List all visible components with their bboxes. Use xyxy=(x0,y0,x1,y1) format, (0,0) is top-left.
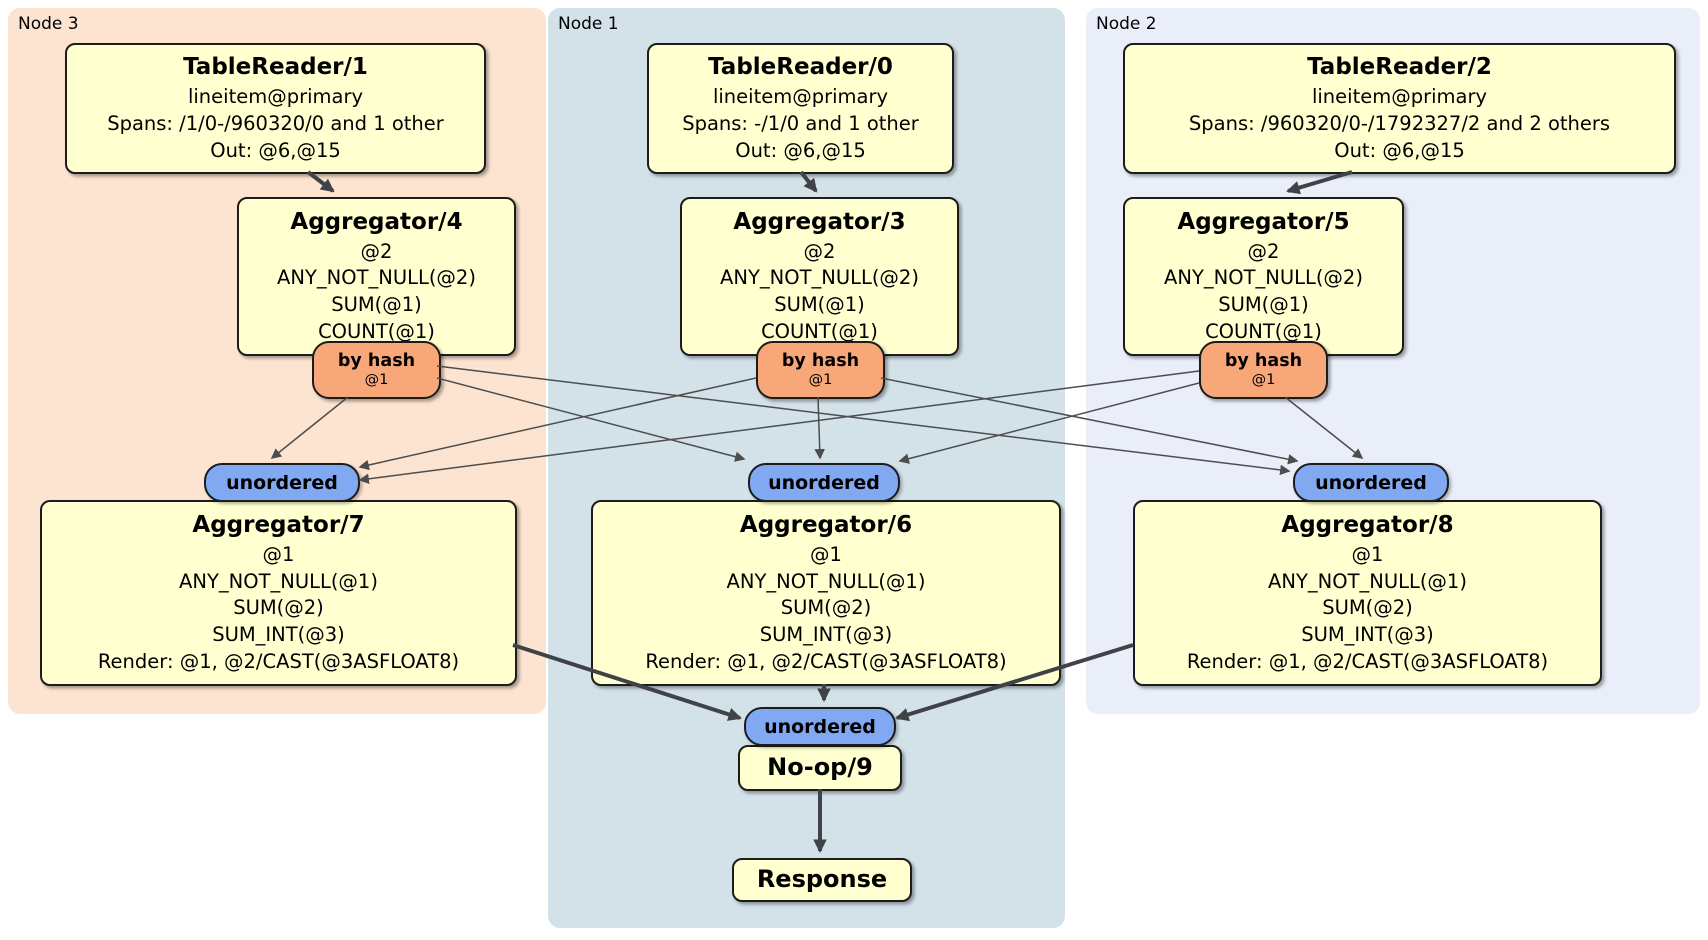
operator-line: SUM(@2) xyxy=(780,596,872,620)
stream-unordered-node2: unordered xyxy=(1293,463,1449,502)
operator-line: SUM(@1) xyxy=(1218,293,1309,317)
operator-title: Aggregator/8 xyxy=(1281,511,1454,538)
operator-line: SUM(@1) xyxy=(774,293,865,317)
router-detail: @1 xyxy=(364,371,389,388)
operator-aggregator6: Aggregator/6 @1 ANY_NOT_NULL(@1) SUM(@2)… xyxy=(591,500,1061,686)
group-node3-label: Node 3 xyxy=(18,14,79,34)
operator-line: Out: @6,@15 xyxy=(735,138,866,162)
router-label: by hash xyxy=(337,350,416,371)
operator-line: ANY_NOT_NULL(@1) xyxy=(1268,569,1467,593)
operator-tablereader0: TableReader/0 lineitem@primary Spans: -/… xyxy=(647,43,954,174)
operator-aggregator4: Aggregator/4 @2 ANY_NOT_NULL(@2) SUM(@1)… xyxy=(237,197,516,356)
operator-aggregator3: Aggregator/3 @2 ANY_NOT_NULL(@2) SUM(@1)… xyxy=(680,197,959,356)
operator-title: Aggregator/3 xyxy=(733,208,906,235)
operator-line: @1 xyxy=(262,542,295,566)
operator-line: @1 xyxy=(810,542,842,566)
router-detail: @1 xyxy=(808,371,833,388)
operator-line: SUM_INT(@3) xyxy=(1301,623,1434,647)
operator-line: SUM_INT(@3) xyxy=(759,623,893,647)
operator-aggregator5: Aggregator/5 @2 ANY_NOT_NULL(@2) SUM(@1)… xyxy=(1123,197,1404,356)
operator-line: ANY_NOT_NULL(@1) xyxy=(726,569,926,593)
operator-title: TableReader/0 xyxy=(708,54,893,81)
router-label: by hash xyxy=(1224,350,1303,371)
operator-line: Render: @1, @2/CAST(@3ASFLOAT8) xyxy=(1186,650,1549,674)
operator-line: @1 xyxy=(1351,542,1384,566)
router-detail: @1 xyxy=(1251,371,1276,388)
operator-line: lineitem@primary xyxy=(1311,85,1488,108)
operator-line: @2 xyxy=(803,239,836,263)
operator-title: No-op/9 xyxy=(767,753,873,782)
operator-line: @2 xyxy=(1247,239,1280,263)
operator-line: @2 xyxy=(360,239,393,263)
stream-unordered-node3: unordered xyxy=(204,463,360,502)
operator-line: COUNT(@1) xyxy=(761,320,878,344)
operator-line: lineitem@primary xyxy=(712,85,889,108)
operator-tablereader2: TableReader/2 lineitem@primary Spans: /9… xyxy=(1123,43,1676,174)
operator-title: Aggregator/5 xyxy=(1177,208,1350,235)
operator-line: COUNT(@1) xyxy=(1205,320,1322,344)
stream-unordered-final: unordered xyxy=(744,707,896,746)
router-by-hash-node3: by hash @1 xyxy=(312,341,441,399)
router-by-hash-node1: by hash @1 xyxy=(756,341,885,399)
operator-line: SUM_INT(@3) xyxy=(212,623,345,647)
operator-line: COUNT(@1) xyxy=(318,320,435,344)
operator-line: SUM(@1) xyxy=(331,293,422,317)
operator-noop: No-op/9 xyxy=(738,745,902,791)
operator-line: SUM(@2) xyxy=(1322,596,1413,620)
operator-tablereader1: TableReader/1 lineitem@primary Spans: /1… xyxy=(65,43,486,174)
group-node1-label: Node 1 xyxy=(558,14,619,34)
operator-title: Aggregator/4 xyxy=(290,208,463,235)
operator-line: lineitem@primary xyxy=(187,85,364,108)
operator-line: Out: @6,@15 xyxy=(210,138,341,162)
operator-line: Spans: /960320/0-/1792327/2 and 2 others xyxy=(1188,111,1611,135)
operator-line: ANY_NOT_NULL(@2) xyxy=(720,266,919,290)
operator-response: Response xyxy=(732,858,912,902)
operator-line: Render: @1, @2/CAST(@3ASFLOAT8) xyxy=(645,650,1007,674)
operator-title: TableReader/2 xyxy=(1307,54,1492,81)
operator-aggregator7: Aggregator/7 @1 ANY_NOT_NULL(@1) SUM(@2)… xyxy=(40,500,517,686)
stream-unordered-node1: unordered xyxy=(748,463,900,502)
operator-line: Spans: /1/0-/960320/0 and 1 other xyxy=(107,111,444,135)
router-label: by hash xyxy=(781,350,860,371)
operator-aggregator8: Aggregator/8 @1 ANY_NOT_NULL(@1) SUM(@2)… xyxy=(1133,500,1602,686)
operator-title: Aggregator/7 xyxy=(192,511,365,538)
group-node2-label: Node 2 xyxy=(1096,14,1157,34)
operator-title: Response xyxy=(756,865,888,894)
operator-title: TableReader/1 xyxy=(183,54,368,81)
operator-line: ANY_NOT_NULL(@1) xyxy=(179,569,378,593)
operator-title: Aggregator/6 xyxy=(739,511,913,538)
operator-line: Spans: -/1/0 and 1 other xyxy=(682,111,919,135)
operator-line: SUM(@2) xyxy=(233,596,324,620)
operator-line: Out: @6,@15 xyxy=(1334,138,1465,162)
router-by-hash-node2: by hash @1 xyxy=(1199,341,1328,399)
operator-line: ANY_NOT_NULL(@2) xyxy=(1164,266,1363,290)
operator-line: Render: @1, @2/CAST(@3ASFLOAT8) xyxy=(97,650,460,674)
operator-line: ANY_NOT_NULL(@2) xyxy=(277,266,476,290)
